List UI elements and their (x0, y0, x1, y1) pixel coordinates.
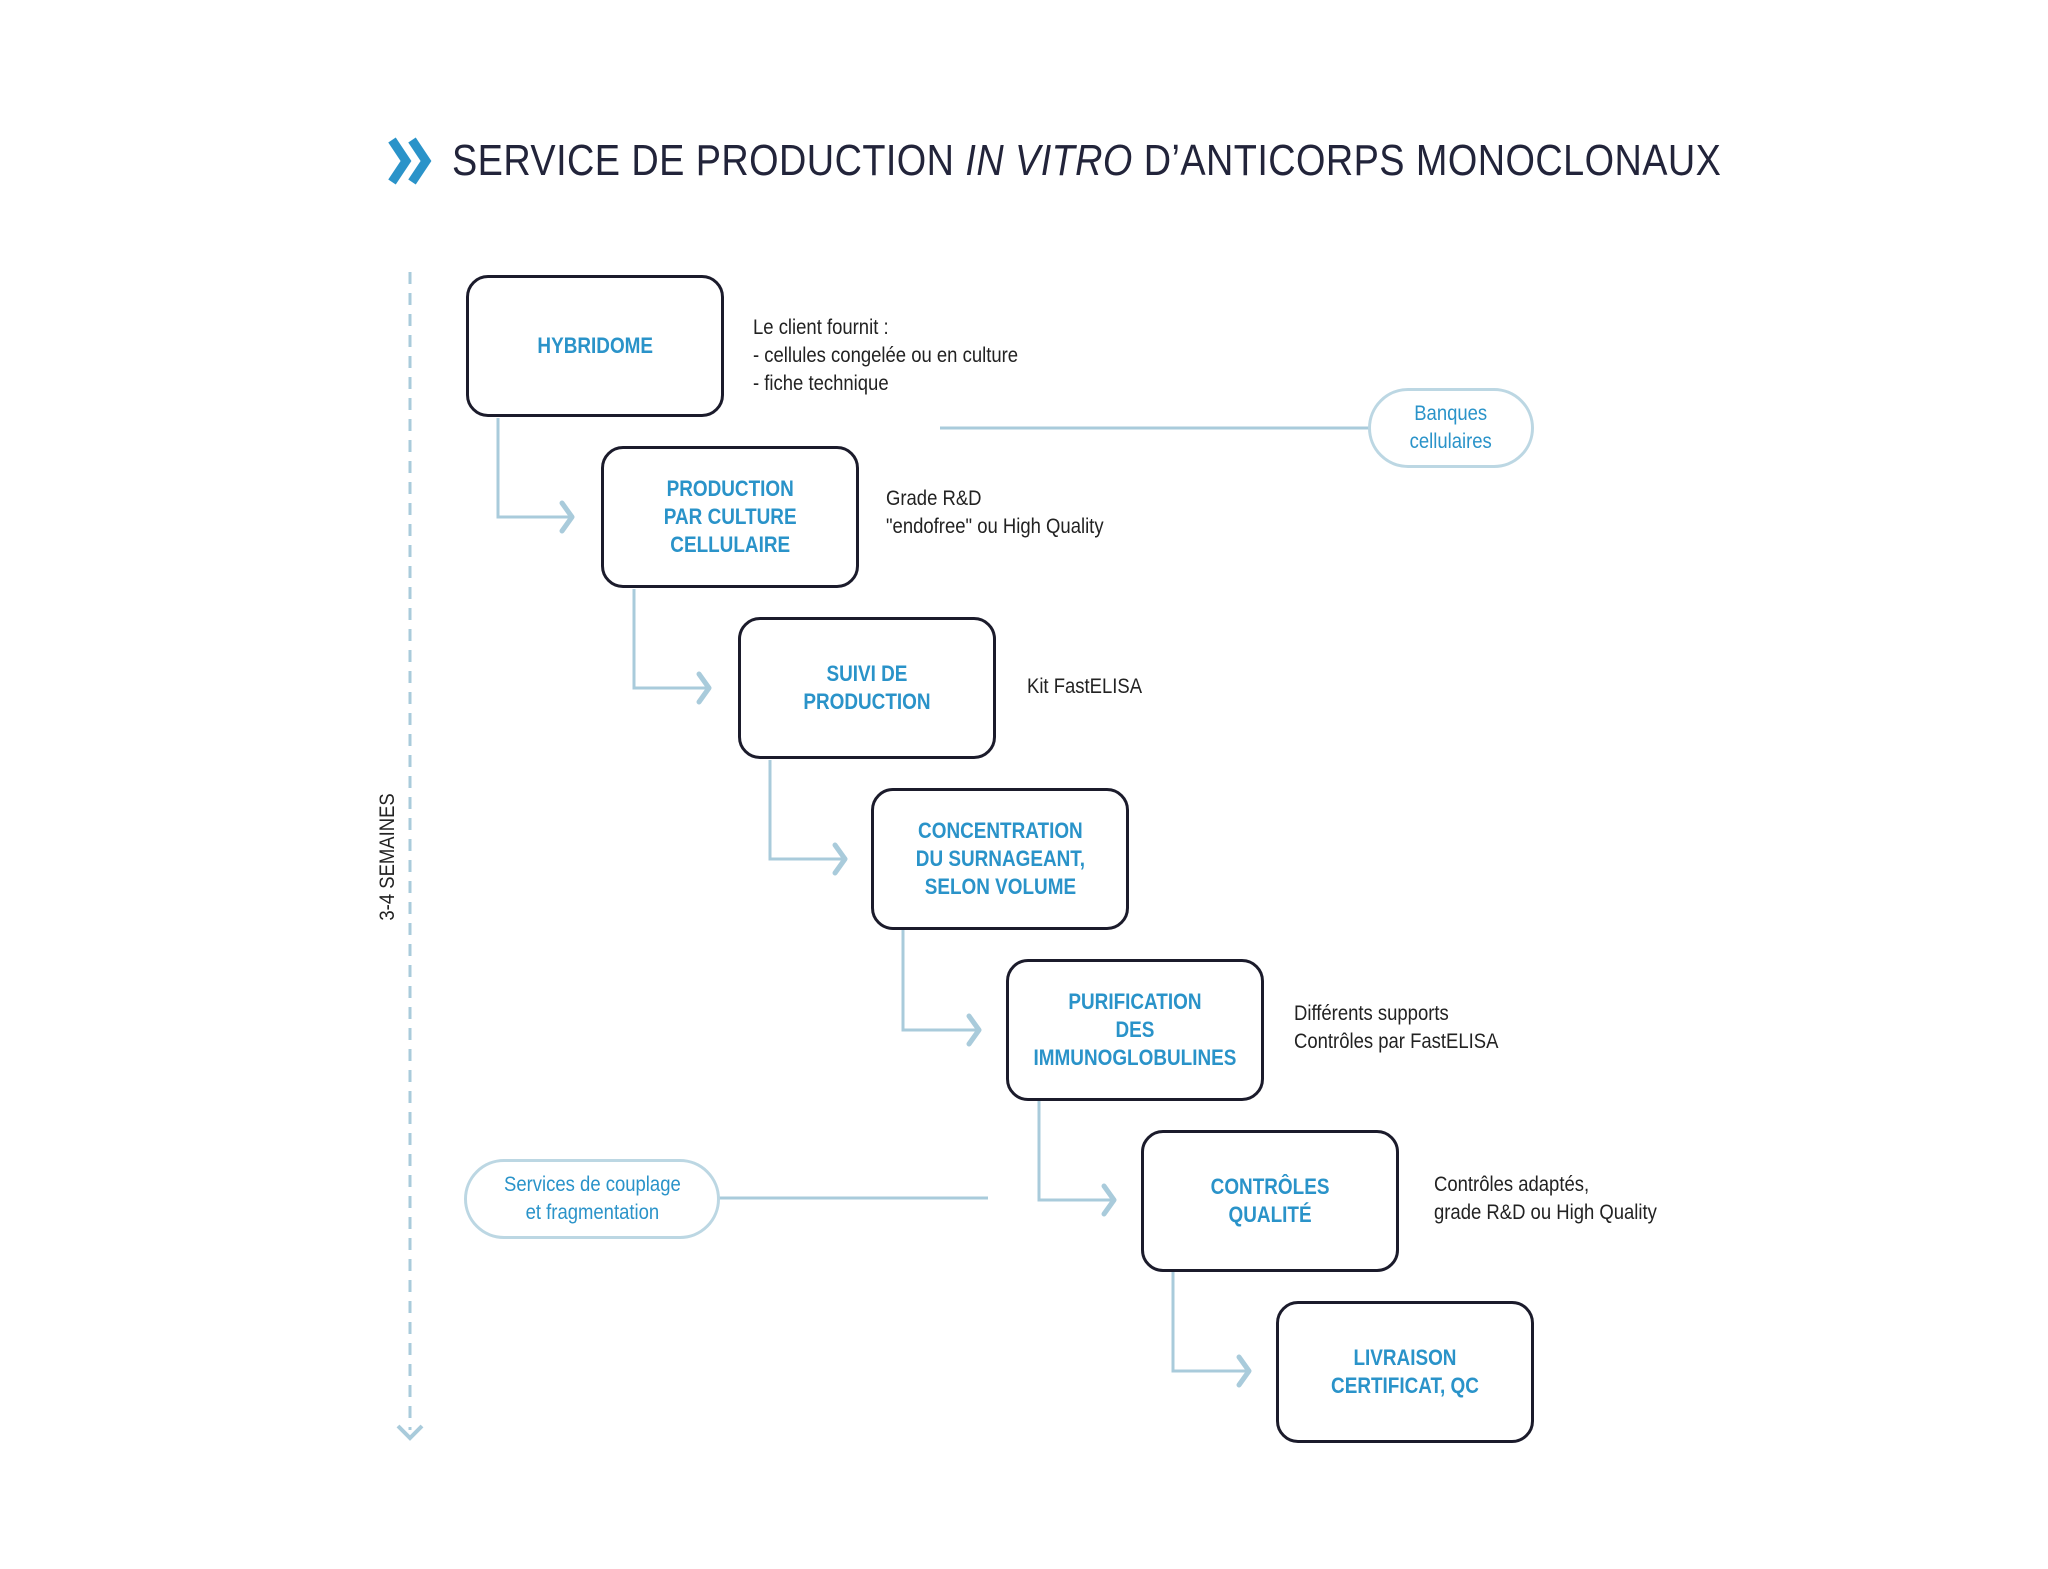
step-suivi-production: SUIVI DE PRODUCTION (738, 617, 996, 759)
pill-label: Services de couplage et fragmentation (503, 1173, 681, 1224)
step-production-culture: PRODUCTION PAR CULTURE CELLULAIRE (601, 446, 859, 588)
step-label: CONCENTRATION DU SURNAGEANT, SELON VOLUM… (915, 818, 1085, 899)
step-concentration: CONCENTRATION DU SURNAGEANT, SELON VOLUM… (871, 788, 1129, 930)
step-label: PURIFICATION DES IMMUNOGLOBULINES (1033, 989, 1237, 1070)
diagram-title: SERVICE DE PRODUCTION IN VITRO D’ANTICOR… (388, 128, 1928, 194)
title-text: SERVICE DE PRODUCTION IN VITRO D’ANTICOR… (452, 136, 1722, 185)
arrow-3-icon (832, 842, 848, 876)
connector-1 (496, 418, 570, 519)
step-label: HYBRIDOME (537, 333, 653, 358)
connector-3 (768, 760, 843, 861)
step-purification: PURIFICATION DES IMMUNOGLOBULINES (1006, 959, 1264, 1101)
note-purification: Différents supports Contrôles par FastEL… (1294, 1002, 1499, 1053)
step-label: CONTRÔLES QUALITÉ (1210, 1174, 1330, 1227)
arrow-4-icon (966, 1013, 982, 1047)
pill-banques-cellulaires: Banques cellulaires (1368, 388, 1534, 468)
step-livraison: LIVRAISON CERTIFICAT, QC (1276, 1301, 1534, 1443)
step-controles-qualite: CONTRÔLES QUALITÉ (1141, 1130, 1399, 1272)
connector-2 (632, 589, 707, 690)
step-label: LIVRAISON CERTIFICAT, QC (1331, 1345, 1479, 1398)
arrow-5-icon (1101, 1183, 1117, 1217)
note-production: Grade R&D "endofree" ou High Quality (886, 487, 1104, 538)
connector-4 (901, 930, 977, 1032)
pill-label: Banques cellulaires (1409, 402, 1493, 453)
note-hybridome: Le client fournit : - cellules congelée … (753, 316, 1019, 395)
connector-5 (1037, 1101, 1112, 1202)
arrow-2-icon (696, 671, 712, 705)
double-chevron-icon (388, 137, 432, 185)
note-suivi: Kit FastELISA (1027, 675, 1143, 698)
pill-services-couplage: Services de couplage et fragmentation (464, 1159, 720, 1239)
step-label: SUIVI DE PRODUCTION (803, 661, 931, 714)
step-label: PRODUCTION PAR CULTURE CELLULAIRE (663, 476, 797, 557)
connector-6 (1171, 1272, 1247, 1373)
arrow-6-icon (1236, 1354, 1252, 1388)
timeline-arrow-icon (396, 1424, 424, 1441)
step-hybridome: HYBRIDOME (466, 275, 724, 417)
note-controles: Contrôles adaptés, grade R&D ou High Qua… (1434, 1173, 1657, 1224)
arrow-1-icon (559, 500, 575, 534)
